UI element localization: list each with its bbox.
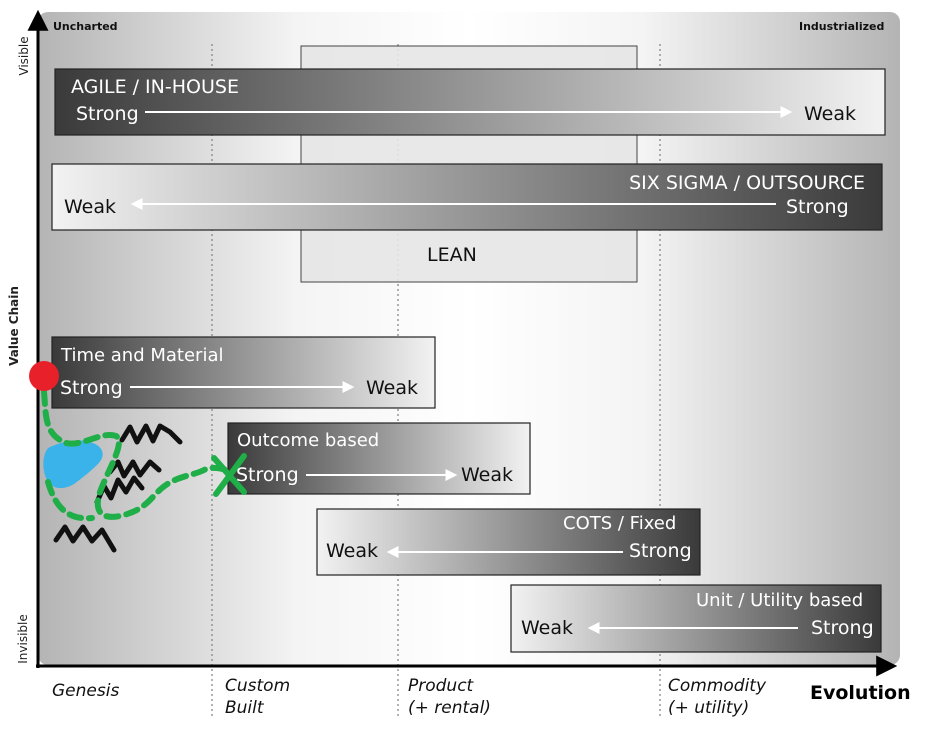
band-lean-title: LEAN	[427, 244, 477, 266]
band-unit-left: Weak	[521, 617, 574, 639]
band-sigma	[51, 163, 883, 231]
corner-label-industrialized: Industrialized	[799, 20, 885, 33]
band-sigma-left: Weak	[64, 196, 117, 218]
band-sigma-right: Strong	[786, 196, 849, 218]
stage-product: Product(+ rental)	[408, 676, 491, 718]
y-axis-bottom-label: Invisible	[16, 614, 30, 664]
band-agile-left: Strong	[76, 103, 139, 125]
band-outcome-title: Outcome based	[237, 430, 380, 451]
band-unit-title: Unit / Utility based	[696, 590, 864, 611]
red-marker	[29, 361, 59, 391]
corner-label-uncharted: Uncharted	[53, 20, 118, 33]
band-time-material-left: Strong	[60, 377, 123, 399]
band-outcome-left: Strong	[236, 464, 299, 486]
green-x-marker	[211, 453, 247, 497]
stage-commodity: Commodity(+ utility)	[668, 676, 767, 718]
band-cots-left: Weak	[326, 540, 379, 562]
band-cots-title: COTS / Fixed	[563, 513, 677, 534]
stage-genesis: Genesis	[52, 681, 120, 701]
band-agile	[54, 68, 886, 136]
band-sigma-title: SIX SIGMA / OUTSOURCE	[629, 172, 865, 194]
band-time-material-right: Weak	[366, 377, 419, 399]
band-outcome-right: Weak	[461, 464, 514, 486]
band-agile-title: AGILE / IN-HOUSE	[71, 76, 239, 98]
y-axis-top-label: Visible	[17, 36, 31, 76]
band-unit	[510, 584, 882, 653]
x-axis-title: Evolution	[810, 682, 911, 704]
green-path-branch	[45, 479, 95, 522]
band-cots	[316, 508, 701, 576]
band-agile-right: Weak	[804, 103, 857, 125]
band-unit-right: Strong	[811, 617, 874, 639]
band-cots-right: Strong	[629, 540, 692, 562]
band-outcome	[227, 422, 531, 495]
y-axis-title: Value Chain	[7, 286, 21, 366]
band-time-material-title: Time and Material	[61, 345, 224, 366]
blue-marker	[43, 440, 103, 489]
scribbles	[53, 423, 183, 553]
green-path	[41, 389, 235, 520]
